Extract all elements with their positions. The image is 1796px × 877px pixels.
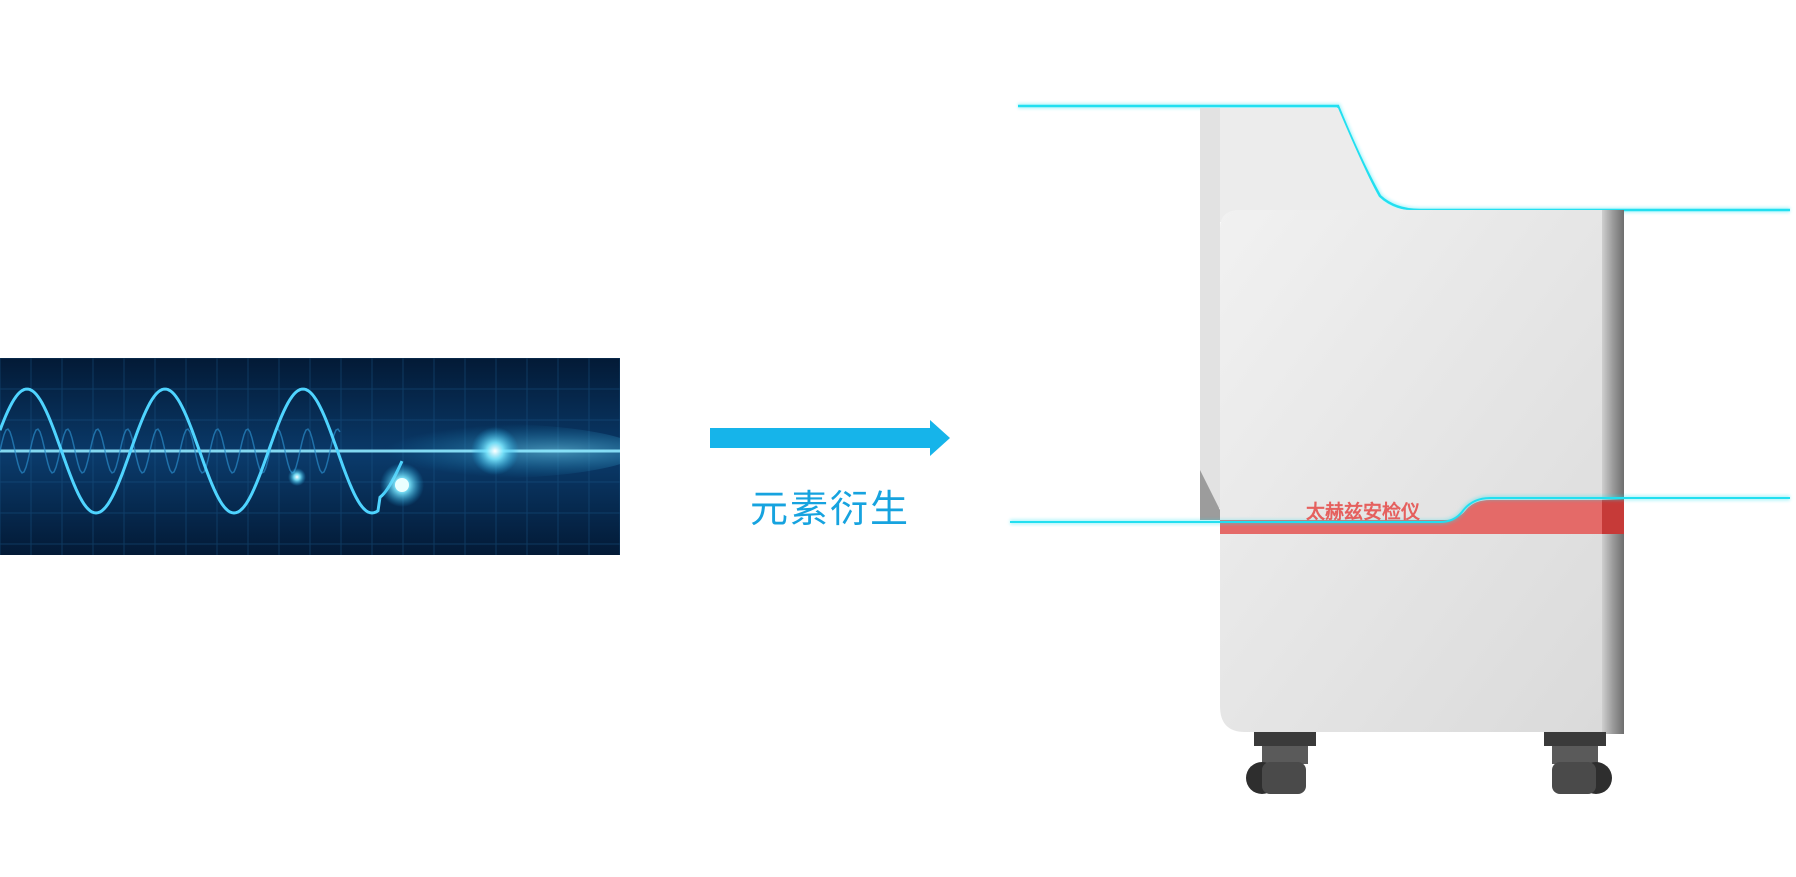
neon-contour-lines [1018,103,1790,213]
caption-text: 元素衍生 [749,487,910,531]
security-scanner-cabinet [1200,108,1624,794]
arrow-right-icon [710,420,950,456]
sine-wave-graphic [0,358,620,555]
wheel-right [1544,732,1612,794]
wheel-left [1246,732,1316,794]
neon-contour-lines-lower [1010,495,1790,525]
machine-brand-label: 太赫兹安检仪 [1305,501,1420,523]
